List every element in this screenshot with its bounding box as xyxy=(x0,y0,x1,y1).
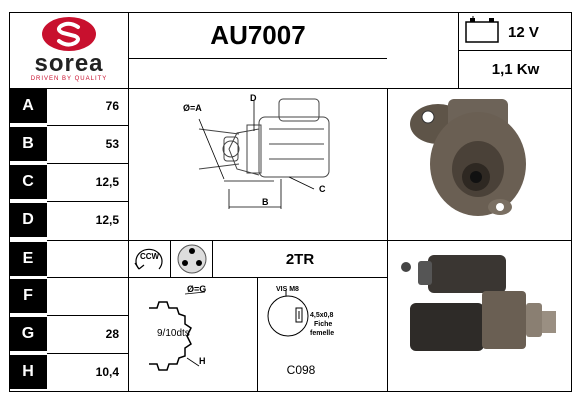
row-value-c: 12,5 xyxy=(95,175,119,189)
divider xyxy=(458,50,572,51)
row-value-e xyxy=(47,242,127,276)
gear-diagram: Ø=G 9/10dts H xyxy=(129,278,257,392)
row-label-a: A xyxy=(9,89,47,123)
product-photo-side xyxy=(401,255,556,351)
divider xyxy=(257,277,258,392)
row-value-g: 28 xyxy=(105,327,119,341)
brand-name: sorea xyxy=(34,50,104,77)
row-label-d: D xyxy=(9,203,47,237)
connector-stud-label: VIS M8 xyxy=(276,286,299,293)
connector-plug-icon xyxy=(267,290,309,337)
starter-sketch-icon xyxy=(198,98,330,209)
dim-a-label: Ø=A xyxy=(183,103,202,113)
brand-tagline: DRIVEN BY QUALITY xyxy=(30,76,108,82)
rotation-label: CCW xyxy=(139,251,160,261)
dim-c-label: C xyxy=(319,184,326,194)
row-label-g: G xyxy=(9,317,47,351)
connector-spec-line1: 4,5x0,8 xyxy=(310,312,334,319)
row-label-b: B xyxy=(9,127,47,161)
divider xyxy=(9,88,572,89)
brand-logo: sorea DRIVEN BY QUALITY xyxy=(14,16,124,84)
row-label-f: F xyxy=(9,279,47,313)
dim-b-label: B xyxy=(262,197,269,207)
connector-diagram: VIS M8 4,5x0,8 Fiche femelle C098 xyxy=(258,278,387,392)
divider xyxy=(47,315,128,316)
divider xyxy=(47,201,128,202)
divider xyxy=(128,12,129,392)
terminal-icon xyxy=(177,244,207,274)
gear-dim-g-label: Ø=G xyxy=(187,284,207,294)
rotation-arrow-icon xyxy=(134,248,163,270)
dimension-diagram: Ø=A B C D xyxy=(129,89,387,240)
divider xyxy=(47,353,128,354)
row-label-e: E xyxy=(9,242,47,276)
row-value-d: 12,5 xyxy=(95,213,119,227)
divider xyxy=(170,240,171,277)
power-value: 1,1 Kw xyxy=(491,61,540,78)
dim-d-label: D xyxy=(250,93,257,103)
divider xyxy=(128,240,572,241)
sheet-frame xyxy=(9,12,572,392)
product-photo-front xyxy=(410,99,526,216)
part-number: AU7007 xyxy=(210,20,306,50)
row-value-b: 53 xyxy=(105,137,119,151)
divider xyxy=(47,277,128,278)
rotation-cell: CCW xyxy=(129,241,170,277)
pinion-gear-icon xyxy=(149,291,206,371)
logo-emblem-icon xyxy=(42,17,96,51)
connector-spec-line3: femelle xyxy=(310,330,335,337)
row-value-f xyxy=(47,279,127,313)
row-value-a: 76 xyxy=(105,99,119,113)
voltage-value: 12 V xyxy=(508,24,539,41)
divider xyxy=(47,163,128,164)
row-label-c: C xyxy=(9,165,47,199)
row-value-h: 10,4 xyxy=(95,365,119,379)
connector-code: C098 xyxy=(286,363,316,377)
gear-teeth-label: 9/10dts xyxy=(157,328,190,339)
divider xyxy=(128,58,387,59)
row-label-h: H xyxy=(9,355,47,389)
divider xyxy=(212,240,213,277)
gear-dim-h-label: H xyxy=(199,356,206,366)
mounting-value: 2TR xyxy=(285,250,315,268)
battery-icon xyxy=(465,16,499,43)
divider xyxy=(47,125,128,126)
connector-spec-line2: Fiche xyxy=(314,321,333,328)
divider xyxy=(47,240,128,241)
